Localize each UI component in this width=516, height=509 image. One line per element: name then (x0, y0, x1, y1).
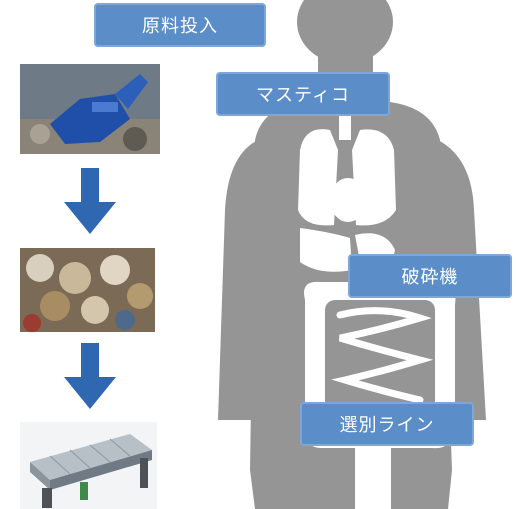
down-arrow-icon (64, 343, 116, 409)
sorting-conveyor-photo (20, 422, 157, 509)
crushed-debris-photo (20, 248, 155, 332)
down-arrow-icon (64, 168, 116, 234)
crusher-label: 破砕機 (348, 254, 512, 298)
excavator-photo (20, 64, 160, 154)
masticator-label: マスティコ (216, 72, 390, 116)
raw-input-label: 原料投入 (94, 3, 266, 47)
sorting-line-label: 選別ライン (300, 402, 474, 446)
